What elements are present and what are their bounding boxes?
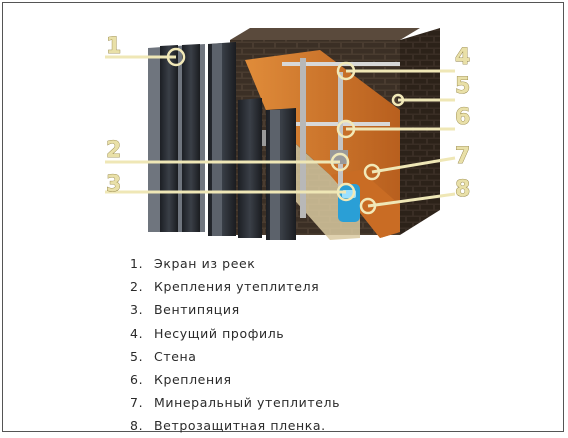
callout-number-1: 1 — [106, 34, 121, 59]
legend-item-number: 6. — [130, 368, 154, 391]
legend-item: 8.Ветрозащитная пленка. — [130, 414, 340, 437]
legend-item-label: Вентипяция — [154, 302, 240, 317]
legend-item: 4.Несущий профиль — [130, 322, 340, 345]
legend-item: 2.Крепления утеплителя — [130, 275, 340, 298]
legend-item-label: Крепления утеплителя — [154, 279, 319, 294]
legend-item-number: 2. — [130, 275, 154, 298]
legend-item-number: 3. — [130, 298, 154, 321]
callout-number-5: 5 — [455, 74, 470, 99]
legend-item-number: 1. — [130, 252, 154, 275]
legend-item: 1.Экран из реек — [130, 252, 340, 275]
callout-number-2: 2 — [106, 138, 121, 163]
legend-list: 1.Экран из реек 2.Крепления утеплителя 3… — [130, 252, 340, 438]
callout-number-3: 3 — [106, 172, 121, 197]
legend-item-number: 7. — [130, 391, 154, 414]
legend-item-label: Несущий профиль — [154, 326, 284, 341]
legend-item-number: 8. — [130, 414, 154, 437]
ventilation-element — [338, 184, 360, 222]
facade-diagram: 1 2 3 4 5 6 7 8 — [0, 0, 568, 250]
legend-item-label: Ветрозащитная пленка. — [154, 418, 326, 433]
legend-item-label: Минеральный утеплитель — [154, 395, 340, 410]
legend-item-label: Стена — [154, 349, 197, 364]
legend-item: 5.Стена — [130, 345, 340, 368]
legend-item: 7.Минеральный утеплитель — [130, 391, 340, 414]
callout-number-6: 6 — [455, 105, 470, 130]
callout-number-7: 7 — [455, 144, 470, 169]
legend-item-label: Крепления — [154, 372, 232, 387]
legend-item-number: 5. — [130, 345, 154, 368]
callout-number-8: 8 — [455, 177, 470, 202]
legend-item: 3.Вентипяция — [130, 298, 340, 321]
legend-item-number: 4. — [130, 322, 154, 345]
legend-item-label: Экран из реек — [154, 256, 255, 271]
legend-item: 6.Крепления — [130, 368, 340, 391]
callout-number-4: 4 — [455, 45, 470, 70]
